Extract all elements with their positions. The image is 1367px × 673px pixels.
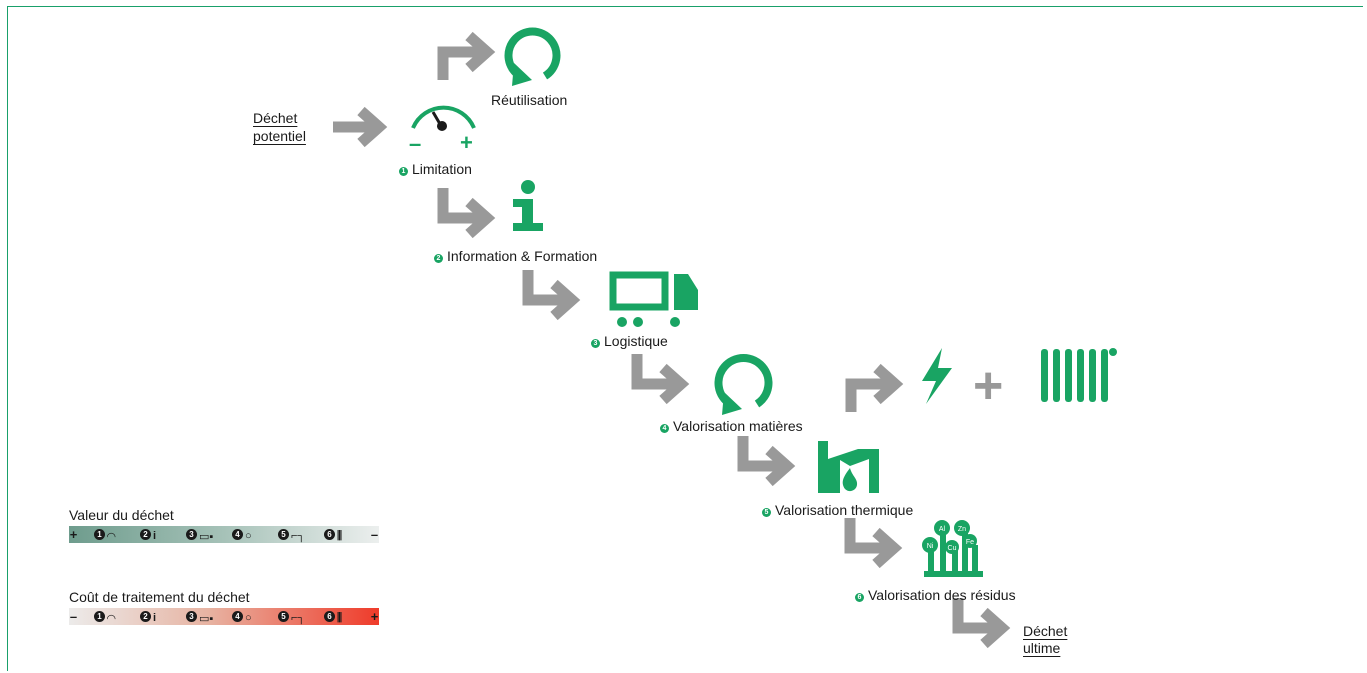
lightning-icon [922, 348, 952, 404]
metals-icon: ⫼ [337, 530, 343, 542]
recycle-icon: ○ [245, 530, 252, 542]
end-label-line1: Déchet [1023, 623, 1068, 639]
gauge-plus: + [460, 130, 473, 155]
factory-flame-icon: ⌐┐ [291, 612, 306, 624]
arrow-start [333, 111, 379, 143]
start-label-line1: Déchet [253, 110, 298, 126]
cost-bar-step-6: 6⫼ [324, 611, 351, 624]
truck-icon [609, 271, 698, 327]
metal-al: Al [939, 526, 946, 533]
metal-zn: Zn [958, 526, 966, 533]
metals-icon: Al Zn Ni Cu Fe [922, 520, 983, 577]
gauge-minus: – [409, 131, 422, 156]
arrow-step6 [850, 518, 894, 564]
factory-flame-icon [818, 441, 879, 493]
arrow-step3 [528, 270, 572, 316]
truck-icon: ▭▪ [199, 531, 214, 543]
cost-bar-step-4: 4○ [232, 611, 259, 624]
truck-icon: ▭▪ [199, 613, 214, 625]
arrow-energy [851, 368, 895, 412]
cost-bar-left: – [69, 609, 78, 624]
metals-icon: ⫼ [337, 612, 343, 624]
recycle-icon: ○ [245, 612, 252, 624]
recycle-icon [504, 27, 561, 80]
arrow-end [958, 598, 1002, 644]
gauge-icon: ◠ [107, 613, 116, 625]
arrow-step2 [443, 188, 487, 234]
value-bar-right: – [370, 527, 379, 542]
info-icon [513, 180, 543, 231]
gauge-icon [411, 105, 476, 129]
radiator-icon [1041, 348, 1117, 402]
recycle-arrowhead-materials [722, 392, 742, 415]
gauge-icon: ◠ [107, 531, 116, 543]
cost-bar-right: + [370, 609, 379, 624]
metal-cu: Cu [948, 545, 957, 552]
cost-bar-title: Coût de traitement du déchet [69, 589, 250, 605]
value-bar-step-4: 4○ [232, 529, 259, 542]
value-bar-step-5: 5⌐┐ [278, 529, 306, 542]
gauge-needle [437, 121, 447, 131]
recycle-arrowhead [512, 63, 532, 86]
value-bar-step-6: 6⫼ [324, 529, 351, 542]
diagram-frame [7, 6, 1363, 671]
cost-bar-step-3: 3▭▪ [186, 611, 214, 625]
arrow-step5 [743, 436, 787, 482]
cost-bar-step-1: 1◠ [94, 611, 121, 625]
info-icon: i [153, 612, 157, 624]
arrow-reuse [443, 36, 487, 80]
arrow-step4 [637, 354, 681, 400]
start-label-line2: potentiel [253, 128, 306, 144]
end-label-line2: ultime [1023, 640, 1061, 656]
metal-fe: Fe [966, 539, 974, 546]
cost-bar-step-5: 5⌐┐ [278, 611, 306, 624]
value-bar-title: Valeur du déchet [69, 507, 174, 523]
reuse-label: Réutilisation [491, 92, 568, 108]
factory-flame-icon: ⌐┐ [291, 530, 306, 542]
recycle-icon-materials [714, 354, 773, 408]
value-bar-left: + [69, 527, 78, 542]
energy-plus: + [973, 357, 1004, 415]
value-bar-step-1: 1◠ [94, 529, 121, 543]
value-bar-step-3: 3▭▪ [186, 529, 214, 543]
info-icon: i [153, 530, 157, 542]
metal-ni: Ni [927, 543, 934, 550]
